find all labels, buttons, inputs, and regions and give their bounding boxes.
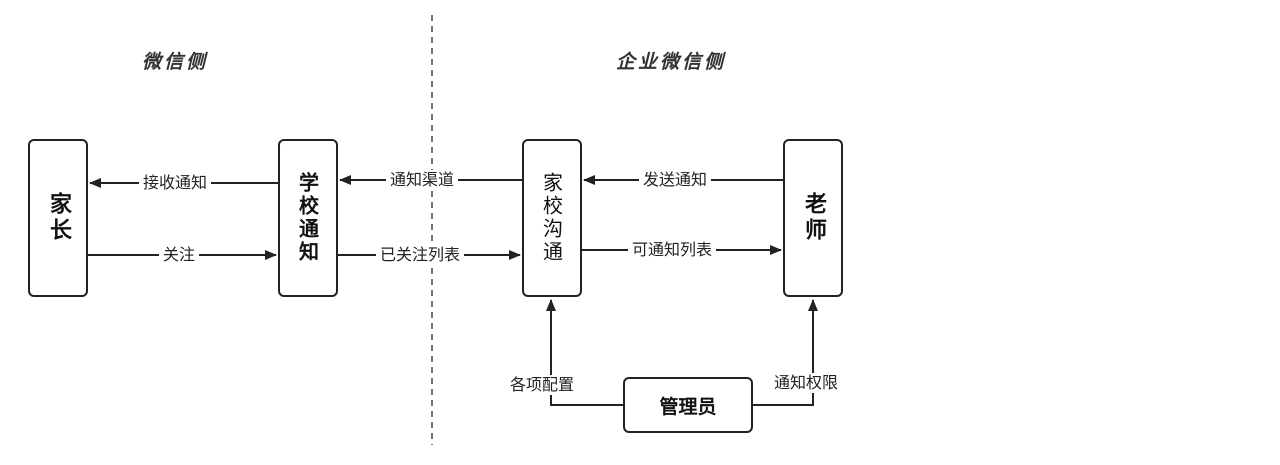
node-teacher-label: 老师 [801,192,826,244]
label-follow: 关注 [159,245,200,265]
node-admin: 管理员 [623,377,753,433]
node-school-notice: 学校通知 [278,139,338,297]
node-parent: 家长 [28,139,88,297]
arrow-config [546,299,623,406]
arrow-notice-permission [753,299,818,406]
label-send-notice: 发送通知 [639,170,712,190]
node-home-school: 家校沟通 [522,139,582,297]
node-teacher: 老师 [783,139,843,297]
label-receive-notice: 接收通知 [139,173,212,193]
label-notice-permission: 通知权限 [770,373,843,393]
node-home-school-label: 家校沟通 [539,172,564,264]
node-admin-label: 管理员 [659,395,717,418]
node-school-notice-label: 学校通知 [295,172,320,264]
label-followed-list: 已关注列表 [376,245,465,265]
label-config: 各项配置 [506,375,579,395]
title-wechat-side: 微信侧 [142,51,209,73]
label-notifiable-list: 可通知列表 [628,240,717,260]
title-enterprise-side: 企业微信侧 [616,51,727,73]
node-parent-label: 家长 [46,192,71,244]
label-notice-channel: 通知渠道 [386,170,459,190]
